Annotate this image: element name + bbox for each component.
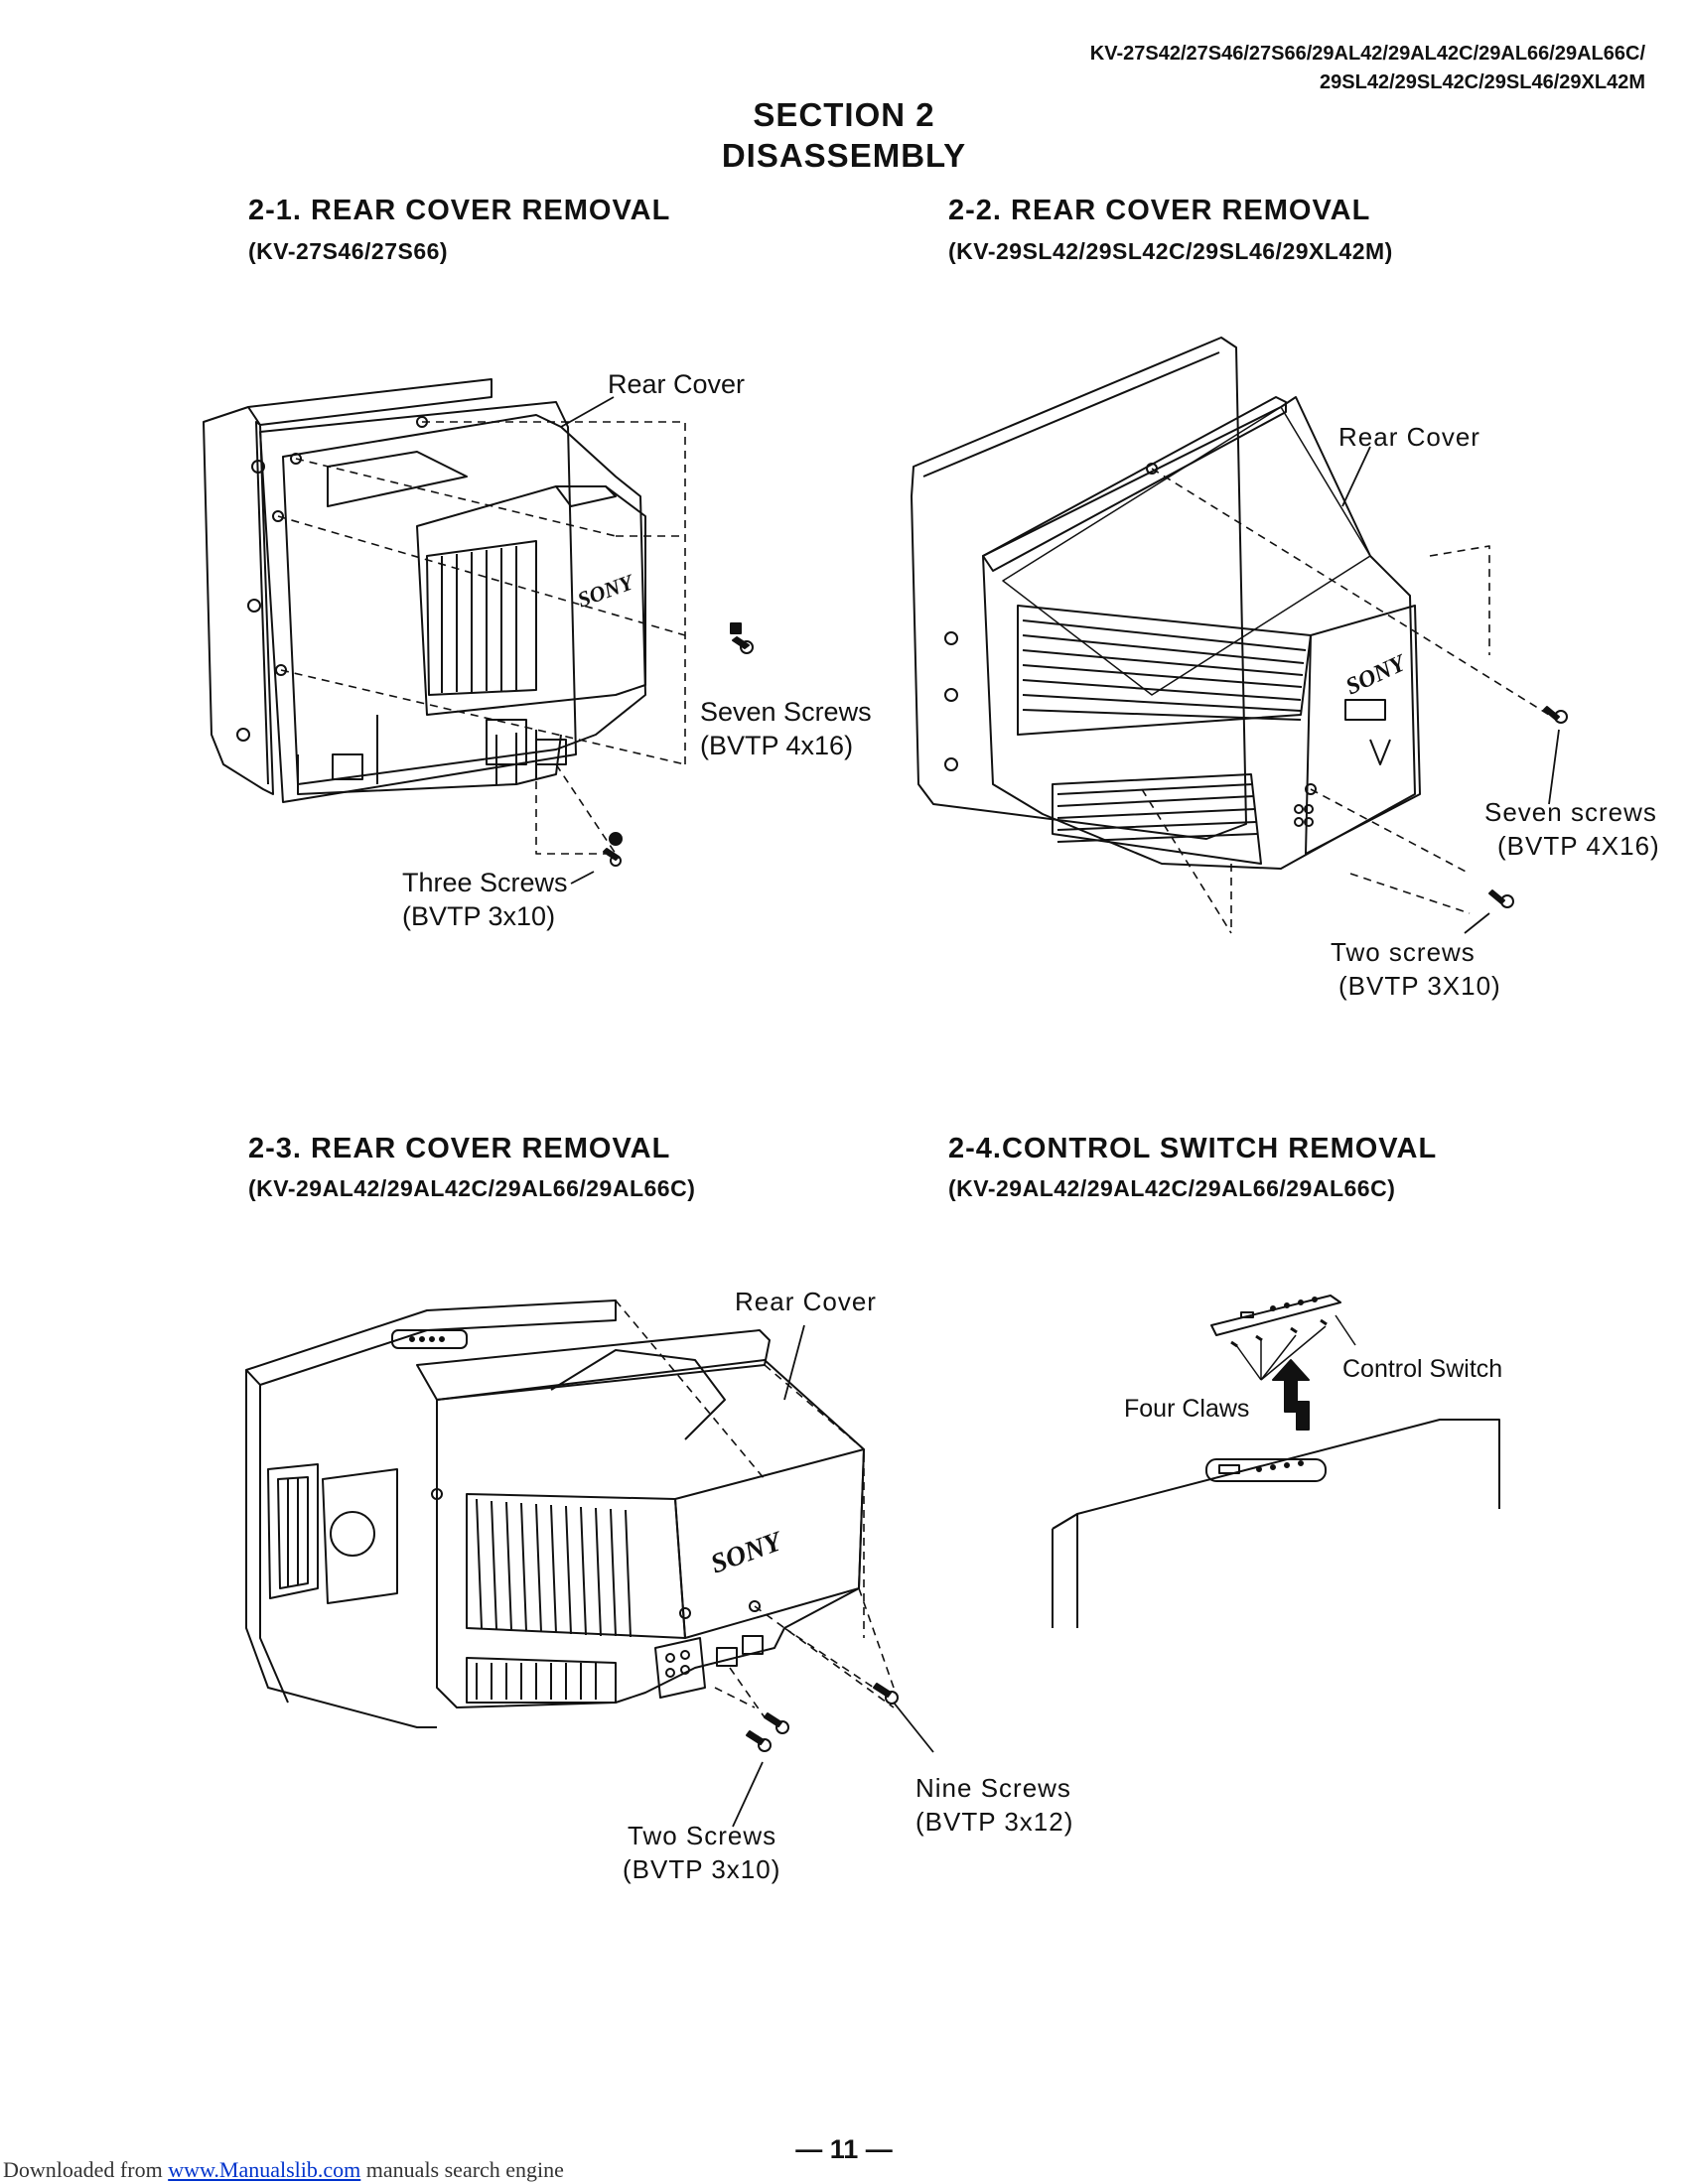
section-2-4-title: 2-4.CONTROL SWITCH REMOVAL (948, 1133, 1438, 1164)
section-2-1-title: 2-1. REAR COVER REMOVAL (248, 195, 671, 226)
diagram-2-3-screws (746, 1683, 899, 1752)
model-list: KV-27S42/27S46/27S66/29AL42/29AL42C/29AL… (1090, 40, 1645, 97)
label-2-2-seven-screws: Seven screws (1484, 797, 1657, 827)
svg-text:SONY: SONY (574, 569, 638, 613)
footer-prefix: Downloaded from (3, 2157, 169, 2182)
label-2-1-seven-screws: Seven Screws (700, 697, 872, 727)
diagram-2-1-tv: SONY (203, 378, 646, 803)
svg-text:SONY: SONY (707, 1525, 788, 1579)
diagram-2-1-leaders (560, 396, 615, 885)
diagram-2-3-tv: SONY (245, 1299, 865, 1728)
label-2-2-two-screws-spec: (BVTP 3X10) (1338, 971, 1501, 1001)
diagram-2-3-dashed-lines (615, 1299, 895, 1718)
label-2-4-control-switch: Control Switch (1342, 1355, 1503, 1383)
diagram-2-3-leaders (732, 1324, 934, 1828)
diagram-2-1-dashed-lines (277, 421, 686, 855)
label-2-2-seven-screws-spec: (BVTP 4X16) (1497, 831, 1660, 861)
diagram-2-1-screws (603, 622, 754, 867)
diagram-2-2-leaders (1341, 446, 1560, 934)
diagram-2-4-cabinet (1052, 1419, 1500, 1628)
label-2-2-rear-cover: Rear Cover (1338, 422, 1480, 452)
section-2-2-models: (KV-29SL42/29SL42C/29SL46/29XL42M) (948, 238, 1393, 264)
label-2-3-nine-screws: Nine Screws (915, 1773, 1071, 1803)
section-2-1-models: (KV-27S46/27S66) (248, 238, 449, 264)
section-2-2-title: 2-2. REAR COVER REMOVAL (948, 195, 1371, 226)
section-number: SECTION 2 (753, 96, 935, 133)
diagram-2-4-control-switch (1210, 1295, 1341, 1431)
diagram-2-4-leaders (1235, 1314, 1356, 1381)
label-2-3-two-screws-spec: (BVTP 3x10) (623, 1854, 781, 1884)
label-2-1-three-screws-spec: (BVTP 3x10) (402, 901, 556, 931)
section-heading: SECTION 2 DISASSEMBLY (0, 94, 1688, 176)
label-2-1-seven-screws-spec: (BVTP 4x16) (700, 731, 854, 760)
diagram-2-2-tv: SONY (911, 337, 1421, 870)
label-2-3-two-screws: Two Screws (628, 1821, 777, 1850)
svg-text:SONY: SONY (1342, 649, 1412, 700)
label-2-3-rear-cover: Rear Cover (735, 1287, 877, 1316)
label-2-3-nine-screws-spec: (BVTP 3x12) (915, 1807, 1074, 1837)
label-2-1-rear-cover: Rear Cover (608, 369, 746, 399)
diagram-2-2-dashed-lines (1141, 468, 1550, 934)
section-2-4-models: (KV-29AL42/29AL42C/29AL66/29AL66C) (948, 1175, 1396, 1201)
model-list-line-2: 29SL42/29SL42C/29SL46/29XL42M (1320, 71, 1645, 93)
footer-suffix: manuals search engine (360, 2157, 564, 2182)
manualslib-link[interactable]: www.Manualslib.com (168, 2157, 361, 2182)
page-number: — 11 — (795, 2134, 893, 2164)
section-title: DISASSEMBLY (721, 137, 967, 174)
label-2-2-two-screws: Two screws (1331, 937, 1476, 967)
diagram-2-2-screws (1488, 706, 1568, 908)
section-2-3-title: 2-3. REAR COVER REMOVAL (248, 1133, 671, 1164)
label-2-1-three-screws: Three Screws (402, 868, 568, 897)
download-footer: Downloaded from www.Manualslib.com manua… (3, 2157, 564, 2183)
section-2-3-models: (KV-29AL42/29AL42C/29AL66/29AL66C) (248, 1175, 696, 1201)
model-list-line-1: KV-27S42/27S46/27S66/29AL42/29AL42C/29AL… (1089, 43, 1645, 65)
label-2-4-four-claws: Four Claws (1124, 1395, 1250, 1423)
